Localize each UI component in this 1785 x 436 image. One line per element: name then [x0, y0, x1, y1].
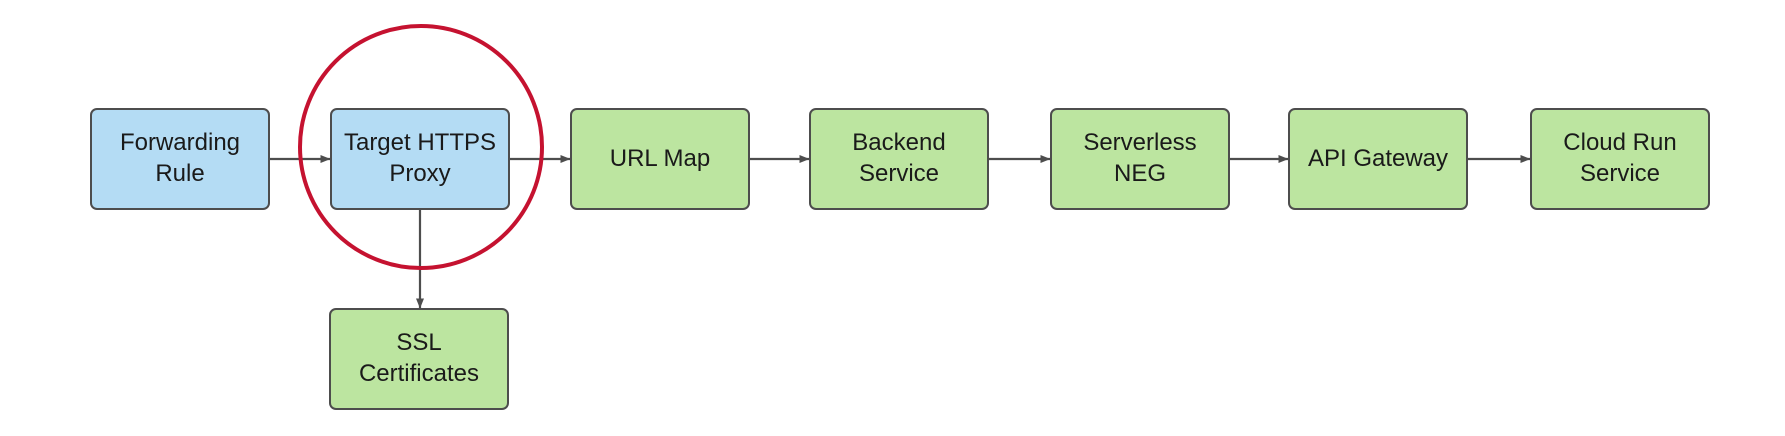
- node-label-target-https-proxy: Target HTTPS Proxy: [343, 129, 497, 187]
- node-label-backend-service: Backend Service: [852, 129, 946, 187]
- node-url-map[interactable]: URL Map: [570, 108, 750, 210]
- node-label-api-gateway: API Gateway: [1307, 144, 1449, 172]
- node-label-forwarding-rule: Forwarding Rule: [119, 129, 241, 187]
- node-ssl-certificates[interactable]: SSL Certificates: [329, 308, 509, 410]
- node-label-url-map: URL Map: [609, 144, 711, 172]
- node-backend-service[interactable]: Backend Service: [809, 108, 989, 210]
- node-label-ssl-certificates: SSL Certificates: [358, 329, 480, 387]
- node-serverless-neg[interactable]: Serverless NEG: [1050, 108, 1230, 210]
- node-label-cloud-run-service: Cloud Run Service: [1563, 129, 1677, 187]
- node-cloud-run-service[interactable]: Cloud Run Service: [1530, 108, 1710, 210]
- node-target-https-proxy[interactable]: Target HTTPS Proxy: [330, 108, 510, 210]
- node-forwarding-rule[interactable]: Forwarding Rule: [90, 108, 270, 210]
- node-label-serverless-neg: Serverless NEG: [1083, 129, 1197, 187]
- node-api-gateway[interactable]: API Gateway: [1288, 108, 1468, 210]
